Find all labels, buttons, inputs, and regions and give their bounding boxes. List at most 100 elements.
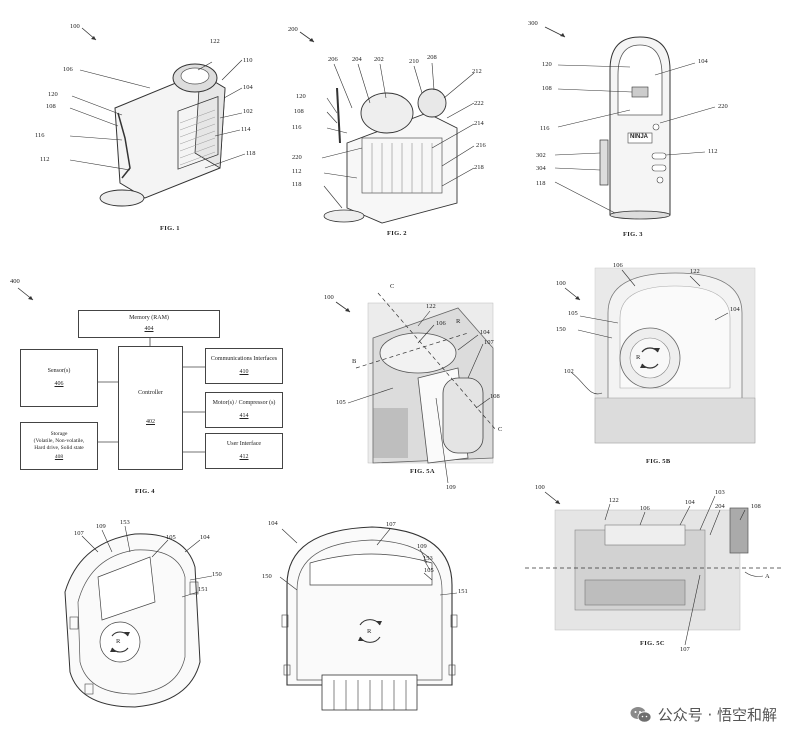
ref-400: 400	[10, 278, 20, 285]
ref-300: 300	[528, 20, 538, 27]
motor-box: Motor(s) / Compressor (s) 414	[205, 392, 283, 428]
controller-label: Controller	[138, 389, 163, 396]
ref-204-5c: 204	[715, 503, 725, 510]
ref-109-7: 109	[417, 543, 427, 550]
ref-b-5a: B	[352, 358, 357, 365]
ref-214: 214	[474, 120, 484, 127]
ref-107-6: 107	[74, 530, 84, 537]
ref-105-5a: 105	[336, 399, 346, 406]
memory-label: Memory (RAM)	[129, 315, 169, 321]
ref-a-5c: A	[765, 573, 770, 580]
ref-104-5b: 104	[730, 306, 740, 313]
ref-104-7: 104	[268, 520, 278, 527]
ref-108-5c: 108	[751, 503, 761, 510]
ref-107-5c: 107	[680, 646, 690, 653]
ref-200: 200	[288, 26, 298, 33]
ref-106-5a: 106	[436, 320, 446, 327]
ref-150-5b: 150	[556, 326, 566, 333]
sensors-ref: 406	[54, 381, 64, 387]
ref-151-6: 151	[198, 586, 208, 593]
controller-box: Controller 402	[118, 346, 183, 470]
fig7-drawing	[279, 526, 458, 711]
ref-202: 202	[374, 56, 384, 63]
ref-118: 118	[246, 150, 256, 157]
figure-2: 200	[282, 18, 507, 238]
ref-r-5b: R	[636, 354, 641, 361]
ref-208: 208	[427, 54, 437, 61]
motor-ref: 414	[239, 413, 249, 419]
ref-108-b: 108	[294, 108, 304, 115]
ref-204: 204	[352, 56, 362, 63]
fig5a-caption: FIG. 5A	[410, 468, 435, 475]
motor-label: Motor(s) / Compressor (s)	[212, 399, 276, 406]
figure-5a: 100 C 122 106 R 104 B 107 105 108 C 109 …	[318, 278, 528, 498]
fig5c-caption: FIG. 5C	[640, 640, 665, 647]
storage-ref: 408	[54, 454, 64, 461]
figure-6: 107 109 153 105 104 150 151 R	[40, 512, 250, 722]
ref-100: 100	[70, 23, 80, 30]
ref-108-c: 108	[542, 85, 552, 92]
comms-box: Communications Interfaces 410	[205, 348, 283, 384]
ref-222: 222	[474, 100, 484, 107]
fig3-drawing	[544, 26, 716, 220]
fig1-drawing	[69, 27, 246, 207]
ref-116-c: 116	[540, 125, 550, 132]
ref-302: 302	[536, 152, 546, 159]
ref-220: 220	[292, 154, 302, 161]
ref-103-5c: 103	[715, 489, 725, 496]
ref-105-7: 105	[424, 567, 434, 574]
ref-r-6: R	[116, 638, 121, 645]
ref-150-6: 150	[212, 571, 222, 578]
fig5c-drawing	[525, 491, 783, 646]
storage-line1: Storage	[50, 430, 68, 437]
ref-107-5a: 107	[484, 339, 494, 346]
ui-ref: 412	[239, 454, 249, 460]
ref-104-5c: 104	[685, 499, 695, 506]
figure-7: 104 107 109 153 105 150 151 R	[262, 515, 487, 725]
ref-114: 114	[241, 126, 251, 133]
ref-105-6: 105	[166, 534, 176, 541]
wechat-logo-icon	[630, 706, 652, 723]
figure-5c: 100 122 106 104 103 204 108 A 107 FIG. 5…	[525, 480, 785, 655]
ui-box: User Interface 412	[205, 433, 283, 469]
figure-4: 400 Memory (RAM) 404 Sensor(s) 406 Contr…	[0, 272, 300, 502]
fig2-drawing	[299, 31, 475, 224]
ref-210: 210	[409, 58, 419, 65]
ref-104: 104	[243, 84, 253, 91]
ref-118-c: 118	[536, 180, 546, 187]
memory-ref: 404	[144, 325, 154, 332]
ref-112-b: 112	[292, 168, 302, 175]
sensors-label: Sensor(s)	[47, 367, 71, 374]
fig5b-drawing	[564, 267, 756, 444]
ref-122: 122	[210, 38, 220, 45]
ref-212: 212	[472, 68, 482, 75]
ref-153-6: 153	[120, 519, 130, 526]
figure-3: 300 120 104 108 220 116 302 112 304 118 …	[520, 15, 780, 245]
ref-220-c: 220	[718, 103, 728, 110]
ref-106-5c: 106	[640, 505, 650, 512]
ref-r-7: R	[367, 628, 372, 635]
comms-ref: 410	[239, 369, 249, 375]
ref-116-b: 116	[292, 124, 302, 131]
figure-5b: 100 106 122 105 104 150 R 102 FIG. 5B	[550, 258, 780, 473]
ref-304: 304	[536, 165, 546, 172]
ref-150-7: 150	[262, 573, 272, 580]
fig2-caption: FIG. 2	[387, 230, 407, 237]
fig1-caption: FIG. 1	[160, 225, 180, 232]
ref-216: 216	[476, 142, 486, 149]
ref-118-b: 118	[292, 181, 302, 188]
ref-112: 112	[40, 156, 50, 163]
ref-109-5a: 109	[446, 484, 456, 491]
fig4-caption: FIG. 4	[135, 488, 155, 495]
fig5b-caption: FIG. 5B	[646, 458, 671, 465]
ref-104-5a: 104	[480, 329, 490, 336]
ref-r-5a: R	[456, 318, 461, 325]
fig4-connectors	[17, 287, 205, 453]
ref-120: 120	[48, 91, 58, 98]
ui-label: User Interface	[226, 440, 262, 447]
watermark-text: 公众号 · 悟空和解	[657, 706, 777, 724]
ref-108-5a: 108	[490, 393, 500, 400]
ref-107-7: 107	[386, 521, 396, 528]
ref-120-b: 120	[296, 93, 306, 100]
storage-line3: Hard drive, Solid state	[34, 444, 84, 451]
